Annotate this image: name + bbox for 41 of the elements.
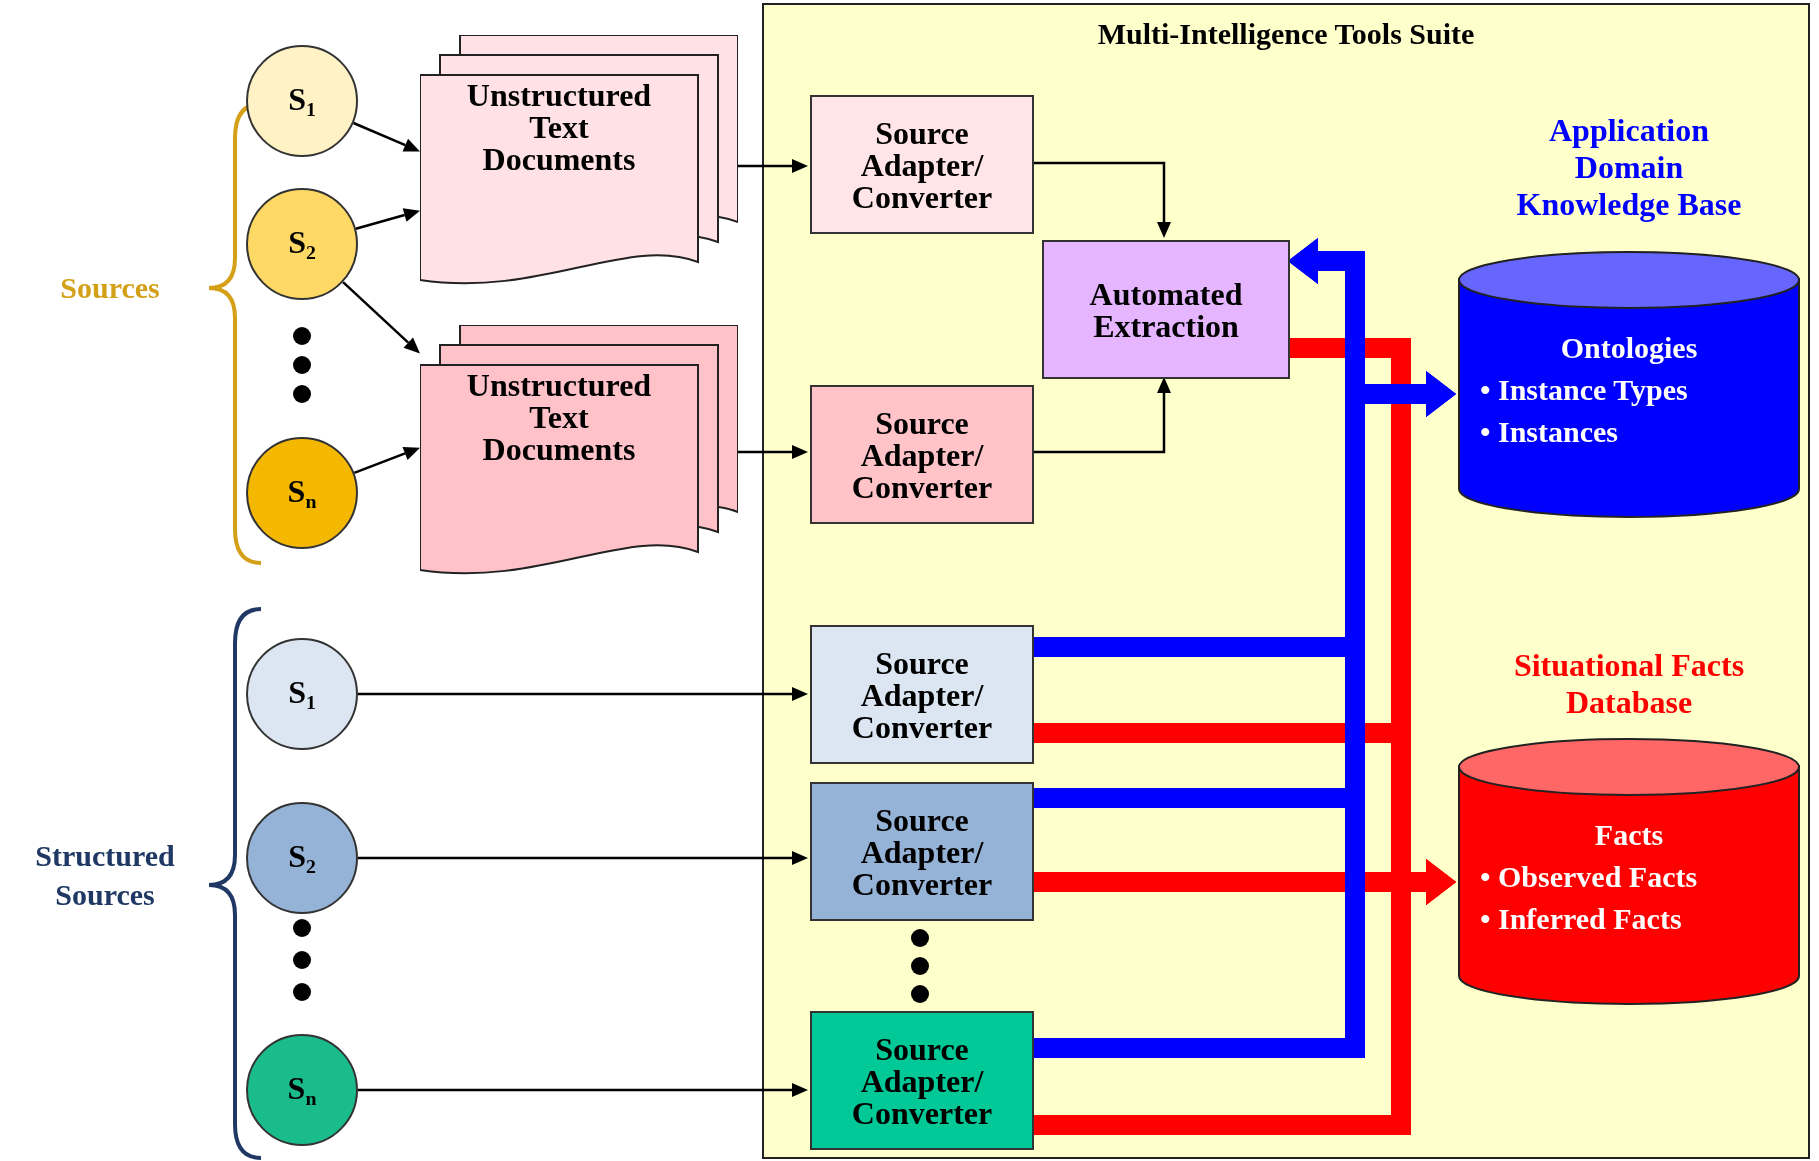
- node-text: S$_{n}$: [287, 473, 317, 513]
- database-item: • Observed Facts: [1480, 859, 1699, 895]
- node-text: Source Adapter/ Converter: [850, 116, 994, 213]
- node-text: Source Adapter/ Converter: [850, 406, 994, 503]
- group-label: Sources: [59, 270, 161, 306]
- database-heading: Application Domain Knowledge Base: [1515, 112, 1743, 223]
- arrow: [738, 159, 808, 173]
- arrow: [358, 1083, 808, 1097]
- node-text: Source Adapter/ Converter: [850, 803, 994, 900]
- arrow: [738, 445, 808, 459]
- node-text: S$_{2}$: [288, 838, 316, 878]
- database-item: • Instance Types: [1480, 372, 1689, 408]
- database-title: Facts: [1593, 817, 1665, 853]
- group-label: Structured Sources: [34, 838, 176, 913]
- arrow: [353, 446, 420, 475]
- node-text: Unstructured Text Documents: [465, 79, 653, 175]
- arrow: [358, 851, 808, 865]
- node-text: Unstructured Text Documents: [465, 369, 653, 465]
- process-box: [810, 385, 1034, 524]
- database-item: • Instances: [1480, 414, 1620, 450]
- node-text: Automated Extraction: [1088, 277, 1244, 342]
- database-heading: Situational Facts Database: [1512, 647, 1746, 721]
- node-text: S$_{1}$: [288, 81, 316, 121]
- node-text: S$_{2}$: [288, 224, 316, 264]
- node-text: Source Adapter/ Converter: [850, 646, 994, 743]
- process-box: [1042, 240, 1290, 379]
- panel-title: Multi-Intelligence Tools Suite: [1097, 17, 1475, 51]
- arrow: [353, 121, 420, 152]
- process-box: [810, 782, 1034, 921]
- database-title: Ontologies: [1559, 330, 1699, 366]
- process-box: [810, 95, 1034, 234]
- arrow: [355, 208, 420, 230]
- node-text: S$_{1}$: [288, 674, 316, 714]
- arrow: [342, 281, 420, 354]
- node-text: S$_{n}$: [287, 1070, 317, 1110]
- process-box: [810, 1011, 1034, 1150]
- node-text: Source Adapter/ Converter: [850, 1032, 994, 1129]
- suite-panel: [762, 3, 1810, 1159]
- database-item: • Inferred Facts: [1480, 901, 1683, 937]
- arrow: [358, 687, 808, 701]
- process-box: [810, 625, 1034, 764]
